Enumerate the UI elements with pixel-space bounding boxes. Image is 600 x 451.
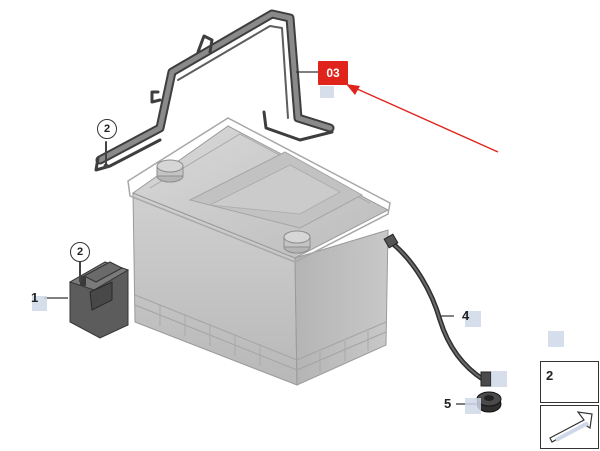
grommet [476, 391, 502, 413]
callout-holder: 1 [31, 290, 39, 305]
legend-direction-box [540, 405, 599, 449]
highlight-arrow [346, 84, 499, 153]
position-marker [320, 86, 334, 98]
callout-holder-fastener: 2 [70, 242, 90, 262]
callout-bracket-fastener: 2 [97, 119, 117, 139]
position-marker [548, 331, 564, 347]
legend-fastener-number: 2 [546, 368, 554, 383]
position-marker [491, 371, 507, 387]
battery [127, 117, 391, 386]
battery-holder [68, 261, 130, 339]
highlight-tag[interactable]: 03 [318, 61, 348, 85]
position-marker [465, 398, 481, 414]
callout-cable: 4 [462, 308, 470, 323]
legend-fastener-box [540, 361, 599, 403]
position-marker [32, 296, 47, 311]
position-marker [465, 311, 481, 327]
ground-cable [383, 233, 492, 387]
battery-bracket [94, 9, 335, 172]
callout-grommet: 5 [444, 396, 452, 411]
legend-arrow-icon [549, 411, 593, 443]
